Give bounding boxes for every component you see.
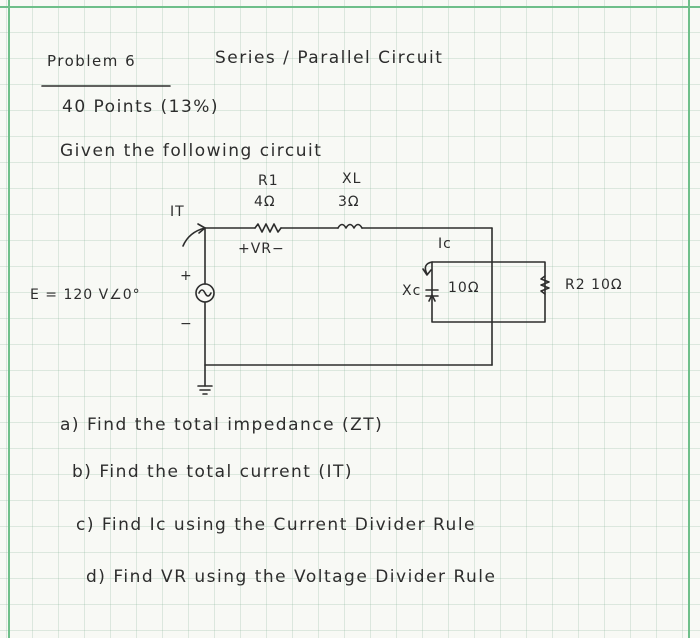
ac-source [195,283,215,303]
ac-source-wave [198,289,212,297]
xl-value: 3Ω [338,194,360,210]
r2-label: R2 10Ω [565,277,623,293]
top-border [0,6,700,8]
resistor-r2 [540,275,550,295]
question-d: d) Find VR using the Voltage Divider Rul… [86,567,497,587]
problem-subject: Series / Parallel Circuit [215,48,444,68]
ic-arrowhead [422,268,432,276]
inductor-xl [337,223,363,229]
resistor-r1 [254,223,282,233]
parallel-branch [431,261,546,323]
question-a: a) Find the total impedance (ZT) [60,415,384,435]
problem-number: Problem 6 [47,52,137,70]
it-arrowhead [197,223,206,234]
question-b: b) Find the total current (IT) [72,462,354,482]
right-border [688,0,690,638]
xc-value: 10Ω [448,280,480,296]
problem-points: 40 Points (13%) [62,97,220,117]
r1-value: 4Ω [254,194,276,210]
vr-label: +VR− [238,241,285,257]
left-border [8,0,10,638]
r1-name: R1 [258,173,279,189]
it-arrow [182,227,206,247]
ground-symbol [197,385,213,395]
source-label: E = 120 V∠0° [30,287,141,303]
source-minus: − [180,316,193,332]
question-c: c) Find Ic using the Current Divider Rul… [76,515,477,535]
capacitor-arrowhead [428,294,436,302]
intro-text: Given the following circuit [60,141,323,161]
xl-name: XL [342,171,362,187]
it-label: IT [170,204,185,220]
ic-label: Ic [438,236,452,252]
ic-arrow [424,261,433,275]
source-plus: + [180,268,193,284]
xc-label: Xc [402,283,422,299]
